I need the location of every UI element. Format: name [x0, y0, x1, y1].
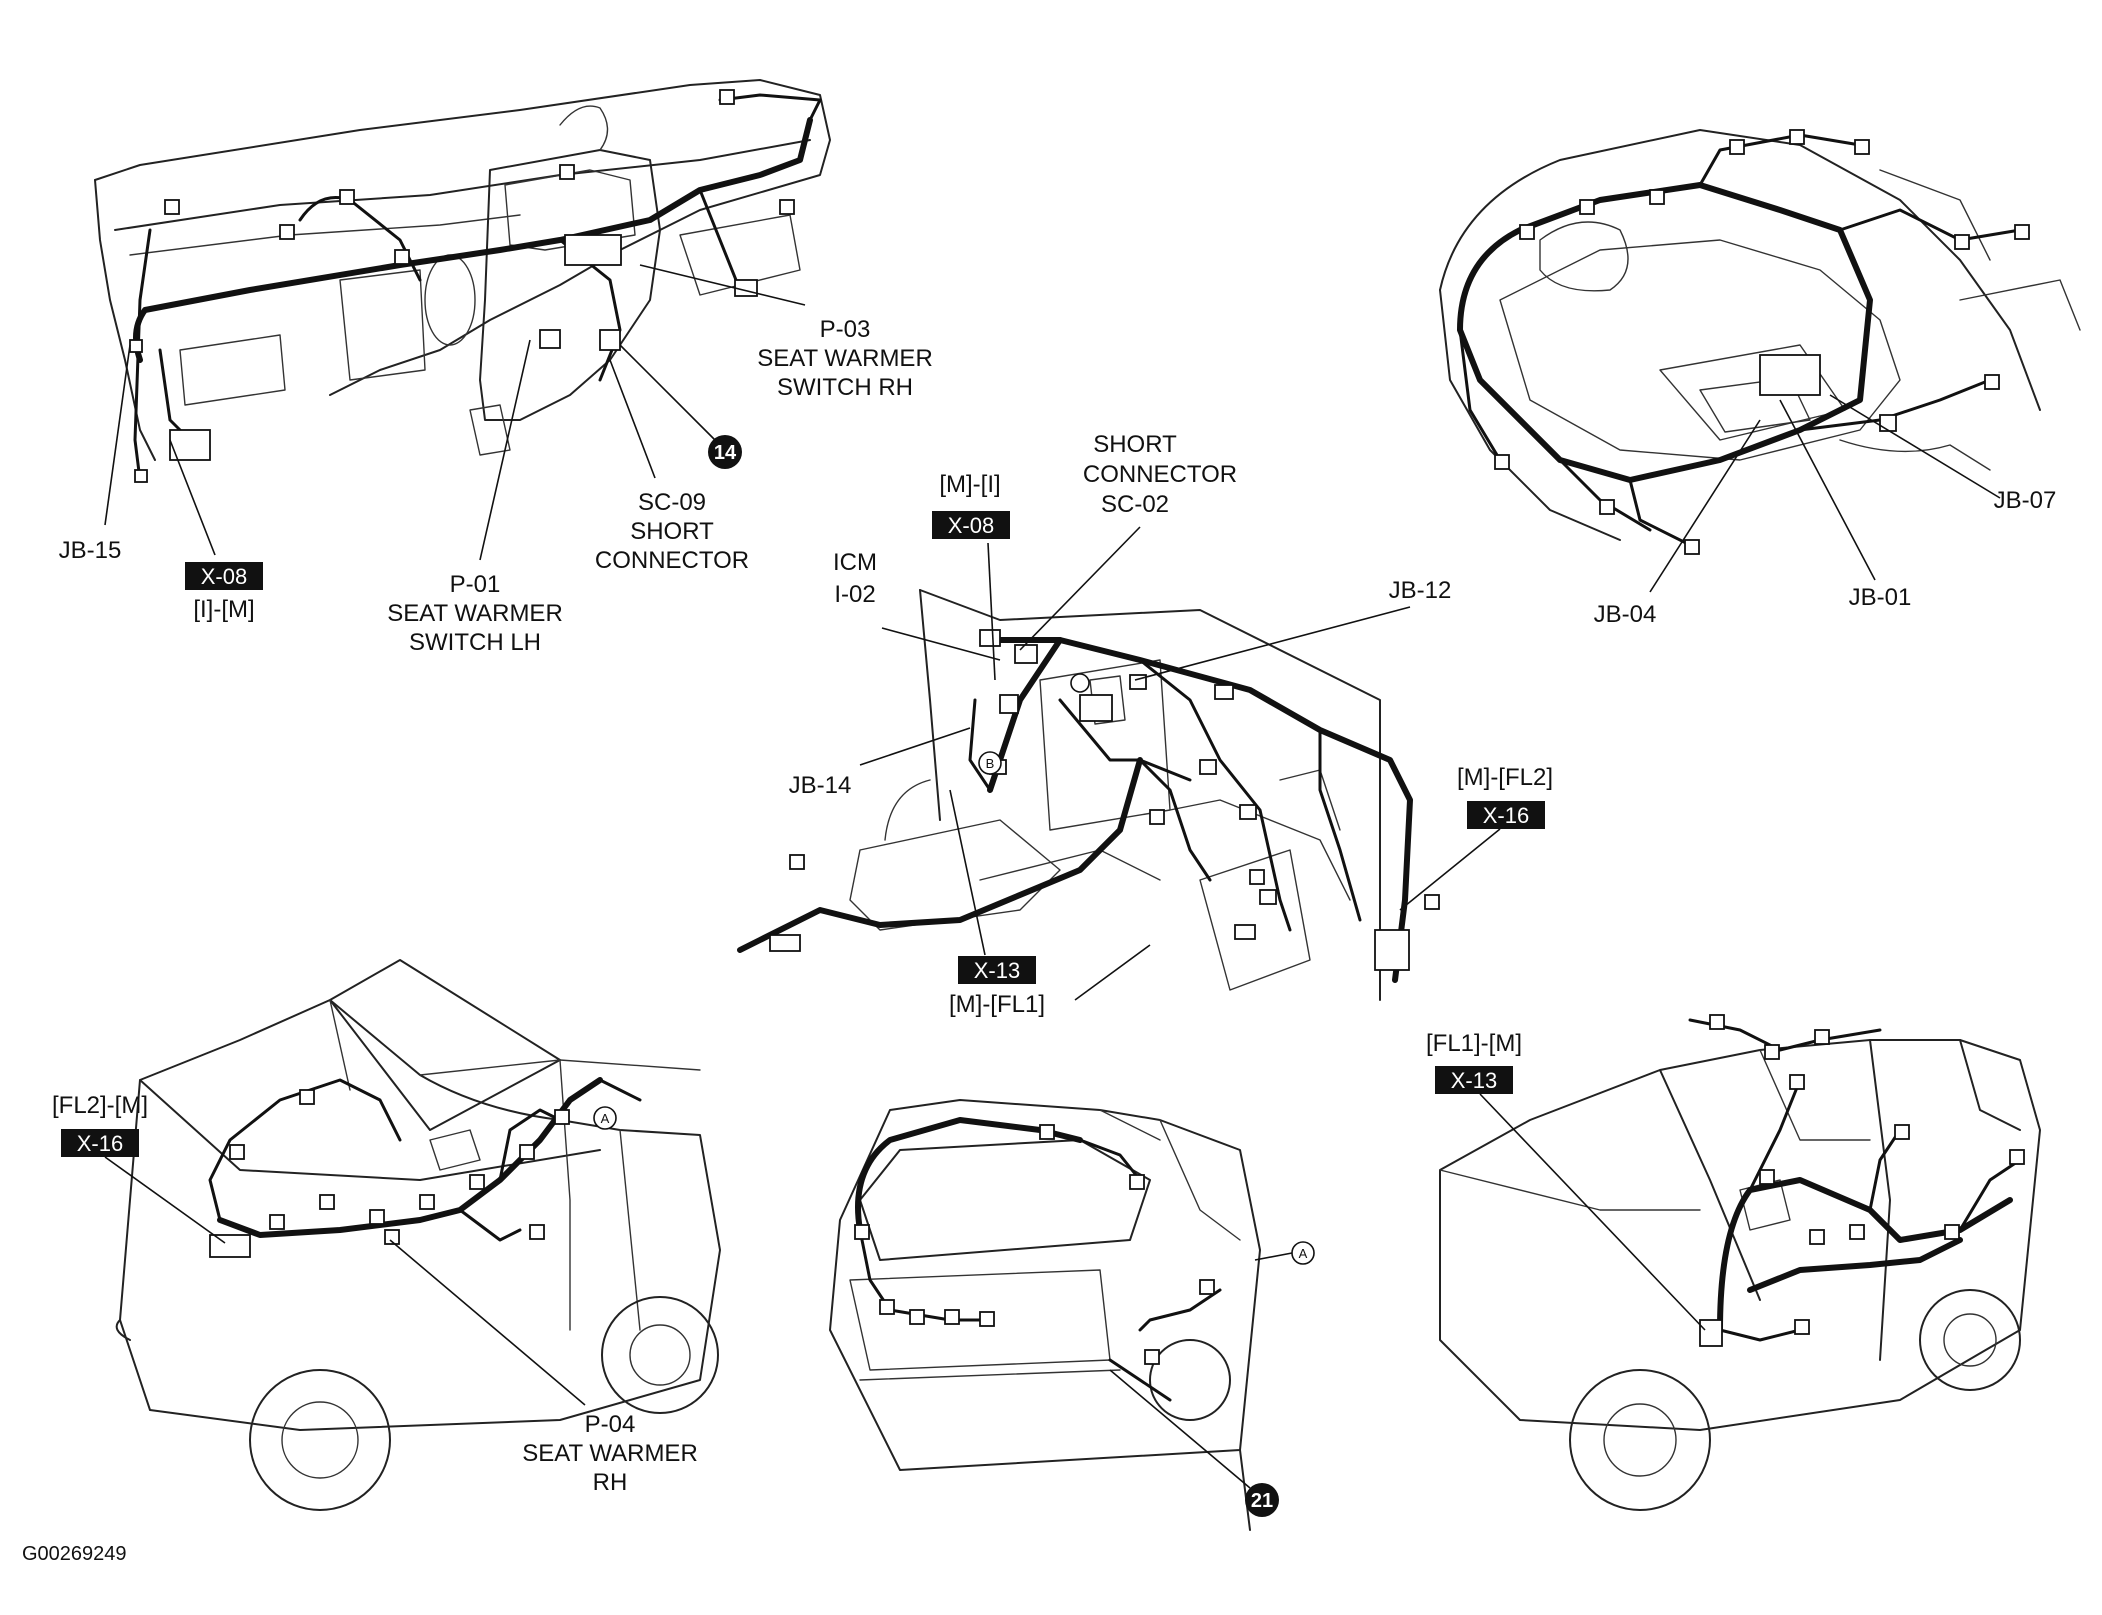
- figure-id: G00269249: [22, 1543, 127, 1565]
- jb01-label: JB-01: [1849, 584, 1912, 611]
- p04-code: P-04: [585, 1411, 636, 1438]
- p01-code: P-01: [450, 571, 501, 598]
- car-left-illustration: A: [115, 959, 721, 1511]
- marker-a-rear: A: [1299, 1246, 1308, 1261]
- p04-line3: RH: [593, 1469, 628, 1496]
- sc09-code: SC-09: [638, 489, 706, 516]
- callout-x13-console: X-13 [M]-[FL1]: [949, 789, 1151, 1018]
- x13-car-tag: X-13: [1451, 1068, 1497, 1093]
- car-rear-illustration: A: [829, 1099, 1315, 1531]
- console-floor-illustration: B: [737, 589, 1440, 1001]
- p03-line3: SWITCH RH: [777, 374, 913, 401]
- sc02-line1: SHORT: [1093, 431, 1177, 458]
- badge-21: 21: [1109, 1369, 1279, 1517]
- x16-console-tag: X-16: [1483, 803, 1529, 828]
- x08-console-top: [M]-[I]: [939, 471, 1000, 498]
- callout-jb12: JB-12: [1134, 577, 1452, 681]
- x16-car-top: [FL2]-[M]: [52, 1092, 148, 1119]
- callout-jb04: JB-04: [1594, 419, 1761, 628]
- p04-line2: SEAT WARMER: [522, 1440, 698, 1467]
- sc02-line2: CONNECTOR: [1083, 461, 1237, 488]
- x13-console-tag: X-13: [974, 958, 1020, 983]
- callout-sc09: SC-09 SHORT CONNECTOR: [595, 359, 749, 574]
- x16-car-tag: X-16: [77, 1131, 123, 1156]
- x13-console-sub: [M]-[FL1]: [949, 991, 1045, 1018]
- callout-jb07: JB-07: [1829, 394, 2057, 514]
- badge-14-label: 14: [714, 442, 737, 464]
- marker-b: B: [986, 756, 995, 771]
- marker-a-left: A: [601, 1111, 610, 1126]
- p01-line3: SWITCH LH: [409, 629, 541, 656]
- x16-console-top: [M]-[FL2]: [1457, 764, 1553, 791]
- callout-x16-car: [FL2]-[M] X-16: [52, 1092, 226, 1244]
- callout-sc02: SHORT CONNECTOR SC-02: [1019, 431, 1237, 651]
- badge-14: 14: [619, 344, 742, 469]
- p03-code: P-03: [820, 316, 871, 343]
- engine-bay-illustration: [1439, 129, 2081, 555]
- sc09-line3: CONNECTOR: [595, 547, 749, 574]
- jb04-label: JB-04: [1594, 601, 1657, 628]
- callout-jb14: JB-14: [789, 727, 971, 799]
- callout-p01: P-01 SEAT WARMER SWITCH LH: [387, 339, 563, 656]
- callout-p04: P-04 SEAT WARMER RH: [389, 1239, 698, 1496]
- badge-21-label: 21: [1251, 1490, 1273, 1512]
- jb14-label: JB-14: [789, 772, 852, 799]
- x08-console-tag: X-08: [948, 513, 994, 538]
- callout-x13-car: [FL1]-[M] X-13: [1426, 1030, 1706, 1331]
- callout-jb01: JB-01: [1779, 399, 1912, 611]
- jb15-label: JB-15: [59, 537, 122, 564]
- icm-line1: ICM: [833, 549, 877, 576]
- p01-line2: SEAT WARMER: [387, 600, 563, 627]
- callout-icm: ICM I-02: [833, 549, 1001, 661]
- icm-line2: I-02: [834, 581, 875, 608]
- sc02-line3: SC-02: [1101, 491, 1169, 518]
- callout-jb15: JB-15: [59, 344, 131, 564]
- x08-dash-sub: [I]-[M]: [193, 596, 254, 623]
- dashboard-illustration: [94, 79, 831, 483]
- callout-p03: P-03 SEAT WARMER SWITCH RH: [639, 264, 933, 401]
- jb12-label: JB-12: [1389, 577, 1452, 604]
- jb07-label: JB-07: [1994, 487, 2057, 514]
- x08-dash-tag: X-08: [201, 564, 247, 589]
- callout-x08-dash: X-08 [I]-[M]: [169, 439, 263, 623]
- car-right-illustration: [1439, 1014, 2041, 1511]
- sc09-line2: SHORT: [630, 518, 714, 545]
- p03-line2: SEAT WARMER: [757, 345, 933, 372]
- callout-x16-console: [M]-[FL2] X-16: [1399, 764, 1553, 911]
- callout-x08-console: [M]-[I] X-08: [932, 471, 1010, 681]
- x13-car-top: [FL1]-[M]: [1426, 1030, 1522, 1057]
